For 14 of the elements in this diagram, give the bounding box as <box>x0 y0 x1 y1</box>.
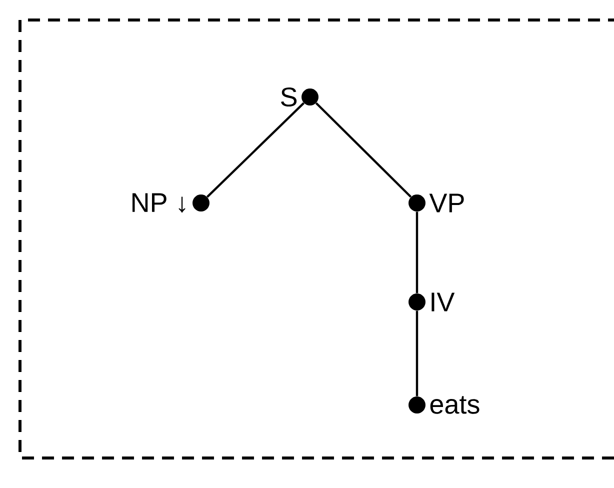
node-label: NP ↓ <box>132 193 186 213</box>
tree-node-dot <box>408 396 426 414</box>
node-label: IV <box>432 292 455 312</box>
tree-branch <box>206 102 305 198</box>
node-label: eats <box>430 396 480 414</box>
node-label: VP <box>429 194 464 212</box>
tree-node-dot <box>408 194 426 212</box>
tree-node-dot <box>192 194 210 212</box>
tree-node-dot <box>408 294 426 310</box>
tree-node-dot <box>302 88 318 106</box>
node-label: S <box>281 87 297 107</box>
tree-branch <box>416 212 418 294</box>
tree-branch <box>315 102 412 198</box>
tree-branch <box>416 310 418 396</box>
